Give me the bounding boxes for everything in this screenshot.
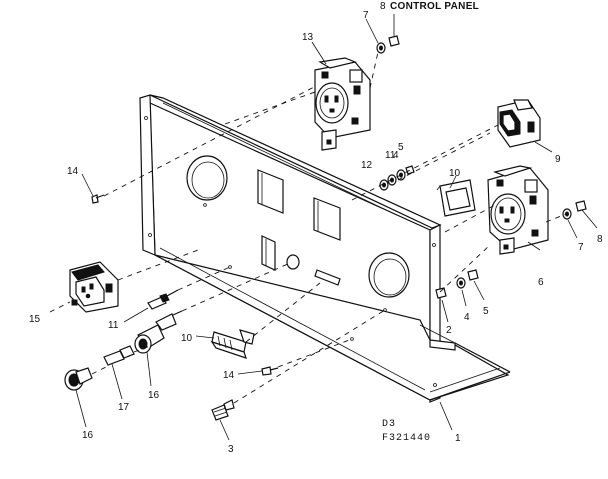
square-cutout-right (313, 197, 341, 241)
callout-8-right: 8 (597, 234, 603, 245)
receptacle-13 (314, 57, 371, 151)
hardware-7-8-top (376, 35, 400, 54)
hardware-group-top (379, 165, 415, 191)
callout-3: 3 (228, 444, 234, 455)
screw-14-left (91, 194, 105, 204)
screw-14-lower (261, 366, 279, 376)
callout-4-upper: 4 (393, 150, 399, 161)
callout-labels: 8 7 13 5 11 4 12 10 9 8 7 6 5 4 2 14 15 … (29, 1, 603, 455)
slot-cutout (314, 269, 341, 286)
leader-lines (75, 14, 598, 441)
receptacle-hole-left (186, 155, 228, 201)
callout-13: 13 (302, 32, 314, 43)
assembly-lines (49, 51, 567, 404)
fuse-holder-16-mid (134, 310, 183, 354)
callout-6: 6 (538, 277, 544, 288)
callout-16-mid: 16 (148, 390, 160, 401)
callout-15: 15 (29, 314, 41, 325)
control-panel-plate (139, 94, 511, 403)
callout-10-lower: 10 (181, 333, 193, 344)
callout-8-top: 8 (380, 1, 386, 12)
screw-3 (211, 399, 235, 421)
callout-7-right: 7 (578, 242, 584, 253)
receptacle-hole-right (368, 252, 410, 298)
callout-5-lower: 5 (483, 306, 489, 317)
bracket-10-upper (436, 179, 476, 217)
figure-number: F321440 (382, 433, 431, 444)
callout-2: 2 (446, 325, 452, 336)
callout-14-left: 14 (67, 166, 79, 177)
callout-7-top: 7 (363, 10, 369, 21)
fuse-17 (103, 345, 135, 366)
callout-5-upper: 5 (398, 142, 404, 153)
duplex-receptacle-15 (69, 261, 119, 313)
callout-9: 9 (555, 154, 561, 165)
callout-14-lower: 14 (223, 370, 235, 381)
callout-1: 1 (455, 433, 461, 444)
rocker-switch-9 (497, 99, 541, 148)
square-cutout-left (257, 169, 284, 214)
hardware-7-8-right (562, 200, 587, 220)
callout-10-upper: 10 (449, 168, 461, 179)
receptacle-6 (487, 165, 549, 255)
callout-11-upper: 11 (385, 150, 396, 161)
callout-4-lower: 4 (464, 312, 470, 323)
drawing-code: D3 (382, 419, 396, 430)
hardware-group-lower (435, 269, 479, 299)
switch-10-lower (210, 329, 255, 359)
small-hole (286, 254, 300, 270)
fuse-cap-16-low (64, 367, 93, 391)
callout-11-lower: 11 (108, 320, 119, 331)
fuse-holder-11 (147, 289, 179, 310)
callout-16-low: 16 (82, 430, 94, 441)
callout-17: 17 (118, 402, 130, 413)
diagram-title: CONTROL PANEL (390, 1, 479, 12)
callout-12: 12 (361, 160, 373, 171)
